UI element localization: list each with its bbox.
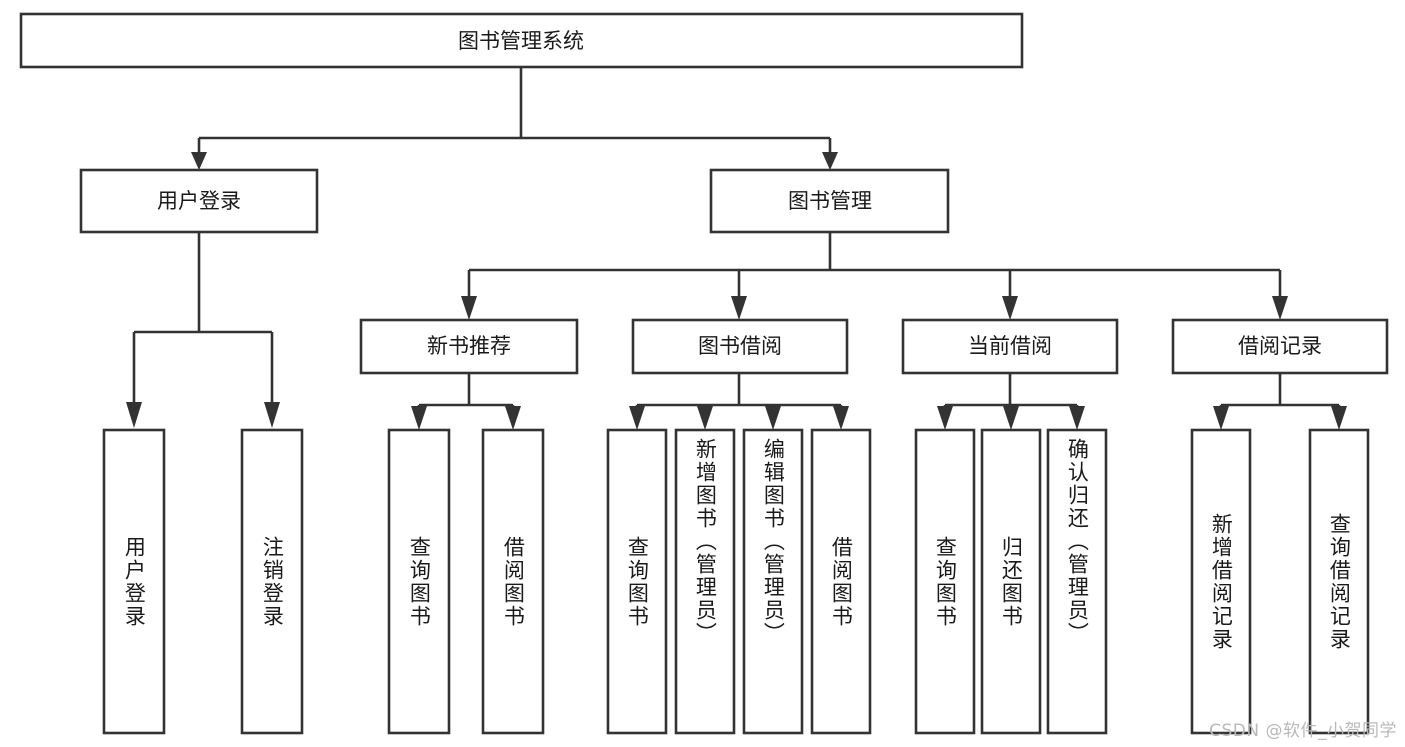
arrow-current-borrow-leaf-1-icon xyxy=(1003,406,1019,430)
arrow-book-mgmt-child-2-icon xyxy=(1002,296,1018,320)
node-borrow-record-label: 借阅记录 xyxy=(1238,334,1322,358)
leaf-box-current-borrow-2[interactable] xyxy=(1046,428,1108,735)
node-new-book-recommend-label: 新书推荐 xyxy=(427,334,511,358)
node-book-borrow[interactable]: 图书借阅 xyxy=(631,318,849,375)
arrow-book-borrow-leaf-1-icon xyxy=(697,406,713,430)
node-new-book-recommend[interactable]: 新书推荐 xyxy=(359,318,579,375)
node-user-login-box[interactable] xyxy=(79,168,319,234)
node-root-box[interactable] xyxy=(19,12,1024,69)
leaf-box-borrow-record-0[interactable] xyxy=(1190,428,1252,735)
arrow-borrow-record-leaf-1-icon xyxy=(1331,406,1347,430)
arrow-root-to-book-mgmt-icon xyxy=(822,152,838,170)
node-book-management[interactable]: 图书管理 xyxy=(709,168,950,234)
node-borrow-record-box[interactable] xyxy=(1171,318,1389,375)
node-user-login[interactable]: 用户登录 xyxy=(79,168,319,234)
arrow-book-borrow-leaf-0-icon xyxy=(629,406,645,430)
arrow-current-borrow-leaf-0-icon xyxy=(937,406,953,430)
arrow-new-book-leaf-1-icon xyxy=(505,406,521,430)
node-current-borrow-box[interactable] xyxy=(901,318,1119,375)
node-book-management-box[interactable] xyxy=(709,168,950,234)
node-current-borrow-label: 当前借阅 xyxy=(968,334,1052,358)
arrow-new-book-leaf-0-icon xyxy=(411,406,427,430)
arrow-book-borrow-leaf-2-icon xyxy=(765,406,781,430)
leaf-box-current-borrow-1[interactable] xyxy=(980,428,1042,735)
node-book-management-label: 图书管理 xyxy=(788,189,872,213)
leaf-box-new-book-1[interactable] xyxy=(481,428,545,735)
arrow-book-mgmt-child-1-icon xyxy=(731,296,747,320)
arrow-current-borrow-leaf-2-icon xyxy=(1069,406,1085,430)
node-user-login-label: 用户登录 xyxy=(157,189,241,213)
leaf-box-new-book-0[interactable] xyxy=(387,428,451,735)
leaf-box-current-borrow-0[interactable] xyxy=(914,428,976,735)
arrow-borrow-record-leaf-0-icon xyxy=(1213,406,1229,430)
leaf-boxes-layer xyxy=(102,428,1370,735)
leaf-box-book-borrow-0[interactable] xyxy=(606,428,668,735)
node-borrow-record[interactable]: 借阅记录 xyxy=(1171,318,1389,375)
arrow-user-login-leaf-1-icon xyxy=(264,402,280,428)
arrow-user-login-leaf-0-icon xyxy=(126,402,142,428)
node-root-label: 图书管理系统 xyxy=(458,29,584,53)
node-current-borrow[interactable]: 当前借阅 xyxy=(901,318,1119,375)
arrow-book-mgmt-child-3-icon xyxy=(1272,296,1288,320)
leaf-box-book-borrow-3[interactable] xyxy=(810,428,872,735)
leaf-box-user-login-0[interactable] xyxy=(102,428,166,735)
arrow-book-mgmt-child-0-icon xyxy=(461,296,477,320)
connector-layer xyxy=(126,67,1347,430)
arrow-root-to-user-login-icon xyxy=(191,152,207,170)
node-book-borrow-box[interactable] xyxy=(631,318,849,375)
leaf-box-user-login-1[interactable] xyxy=(240,428,304,735)
node-root[interactable]: 图书管理系统 xyxy=(19,12,1024,69)
leaf-box-book-borrow-1[interactable] xyxy=(674,428,736,735)
arrow-book-borrow-leaf-3-icon xyxy=(833,406,849,430)
leaf-box-borrow-record-1[interactable] xyxy=(1308,428,1370,735)
node-book-borrow-label: 图书借阅 xyxy=(698,334,782,358)
leaf-box-book-borrow-2[interactable] xyxy=(742,428,804,735)
node-new-book-recommend-box[interactable] xyxy=(359,318,579,375)
